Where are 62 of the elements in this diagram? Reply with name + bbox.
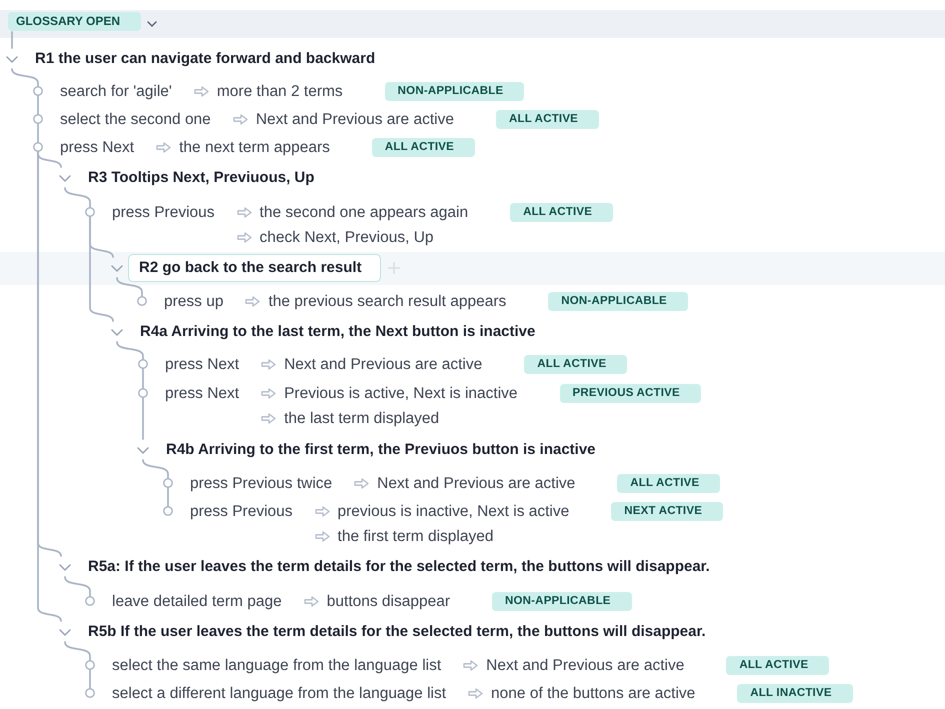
expected-result: more than 2 terms (216, 82, 343, 102)
tree-connector (116, 341, 144, 360)
status-tag: NON-APPLICABLE (384, 82, 524, 100)
expected-result: Previous is active, Next is inactive (284, 384, 518, 404)
tree-connector (116, 277, 143, 297)
rule-heading: R1 the user can navigate forward and backward (35, 49, 376, 69)
step-action: press up (164, 292, 224, 312)
step-action: press Previous (190, 502, 293, 522)
tree-connector (64, 576, 91, 597)
expected-result: the last term displayed (284, 408, 440, 428)
status-tag: ALL ACTIVE (524, 354, 628, 374)
expected-result: Next and Previous are active (486, 656, 684, 676)
expected-result: Next and Previous are active (284, 354, 482, 374)
expected-result: check Next, Previous, Up (260, 228, 434, 248)
status-tag: NON-APPLICABLE (548, 292, 688, 310)
tree-connector (142, 397, 144, 440)
tree-connector (167, 487, 169, 507)
status-tag: ALL ACTIVE (510, 202, 614, 222)
tree-connector (37, 123, 39, 143)
status-tag: ALL ACTIVE (372, 138, 475, 156)
status-tag: ALL ACTIVE (726, 656, 830, 674)
tree-connector (64, 641, 91, 661)
expected-result: previous is inactive, Next is active (338, 502, 570, 522)
rule-heading: R5b If the user leaves the term details for the selected term, the buttons will disappear. (88, 622, 706, 642)
expected-result: the previous search result appears (268, 292, 506, 312)
expected-result: the second one appears again (260, 202, 468, 222)
tree-connector (142, 459, 169, 479)
step-action: select the second one (60, 110, 211, 130)
status-tag: ALL INACTIVE (737, 684, 853, 702)
step-action: select the same language from the language list (112, 656, 442, 676)
expected-result: the next term appears (179, 138, 330, 158)
step-action: search for 'agile' (60, 82, 172, 102)
step-action: press Next (60, 138, 134, 158)
expected-result: Next and Previous are active (256, 110, 454, 130)
expected-result: none of the buttons are active (491, 684, 696, 704)
status-tag: NEXT ACTIVE (611, 502, 724, 520)
category-tag: GLOSSARY OPEN (8, 12, 142, 31)
expected-result: Next and Previous are active (377, 474, 576, 494)
step-action: press Previous (112, 202, 215, 222)
step-action: press Next (165, 354, 240, 374)
selected-heading: R2 go back to the search result (128, 254, 381, 282)
tree-connector (142, 368, 144, 389)
rule-heading: R4a Arriving to the last term, the Next button is inactive (140, 322, 536, 342)
status-tag: NON-APPLICABLE (492, 592, 632, 610)
step-action: select a different language from the language list (112, 684, 446, 704)
step-action: press Next (165, 384, 240, 404)
status-tag: ALL ACTIVE (617, 474, 720, 492)
rule-heading: R5a: If the user leaves the term details for the selected term, the buttons will disappear. (88, 557, 710, 577)
expected-result: the first term displayed (338, 526, 494, 546)
tree-connector (11, 68, 39, 87)
tree-connector (64, 187, 91, 208)
expected-result: buttons disappear (326, 592, 450, 612)
status-tag: PREVIOUS ACTIVE (560, 384, 701, 402)
rule-heading: R3 Tooltips Next, Previuous, Up (88, 168, 314, 188)
step-action: press Previous twice (190, 474, 332, 494)
tree-connector (89, 216, 114, 322)
tree-connector (89, 669, 91, 689)
status-tag: ALL ACTIVE (496, 110, 600, 128)
rule-heading: R4b Arriving to the first term, the Previuos button is inactive (166, 440, 596, 460)
tree-connector (11, 31, 13, 49)
tree-connector (37, 95, 39, 115)
step-action: leave detailed term page (112, 592, 282, 612)
